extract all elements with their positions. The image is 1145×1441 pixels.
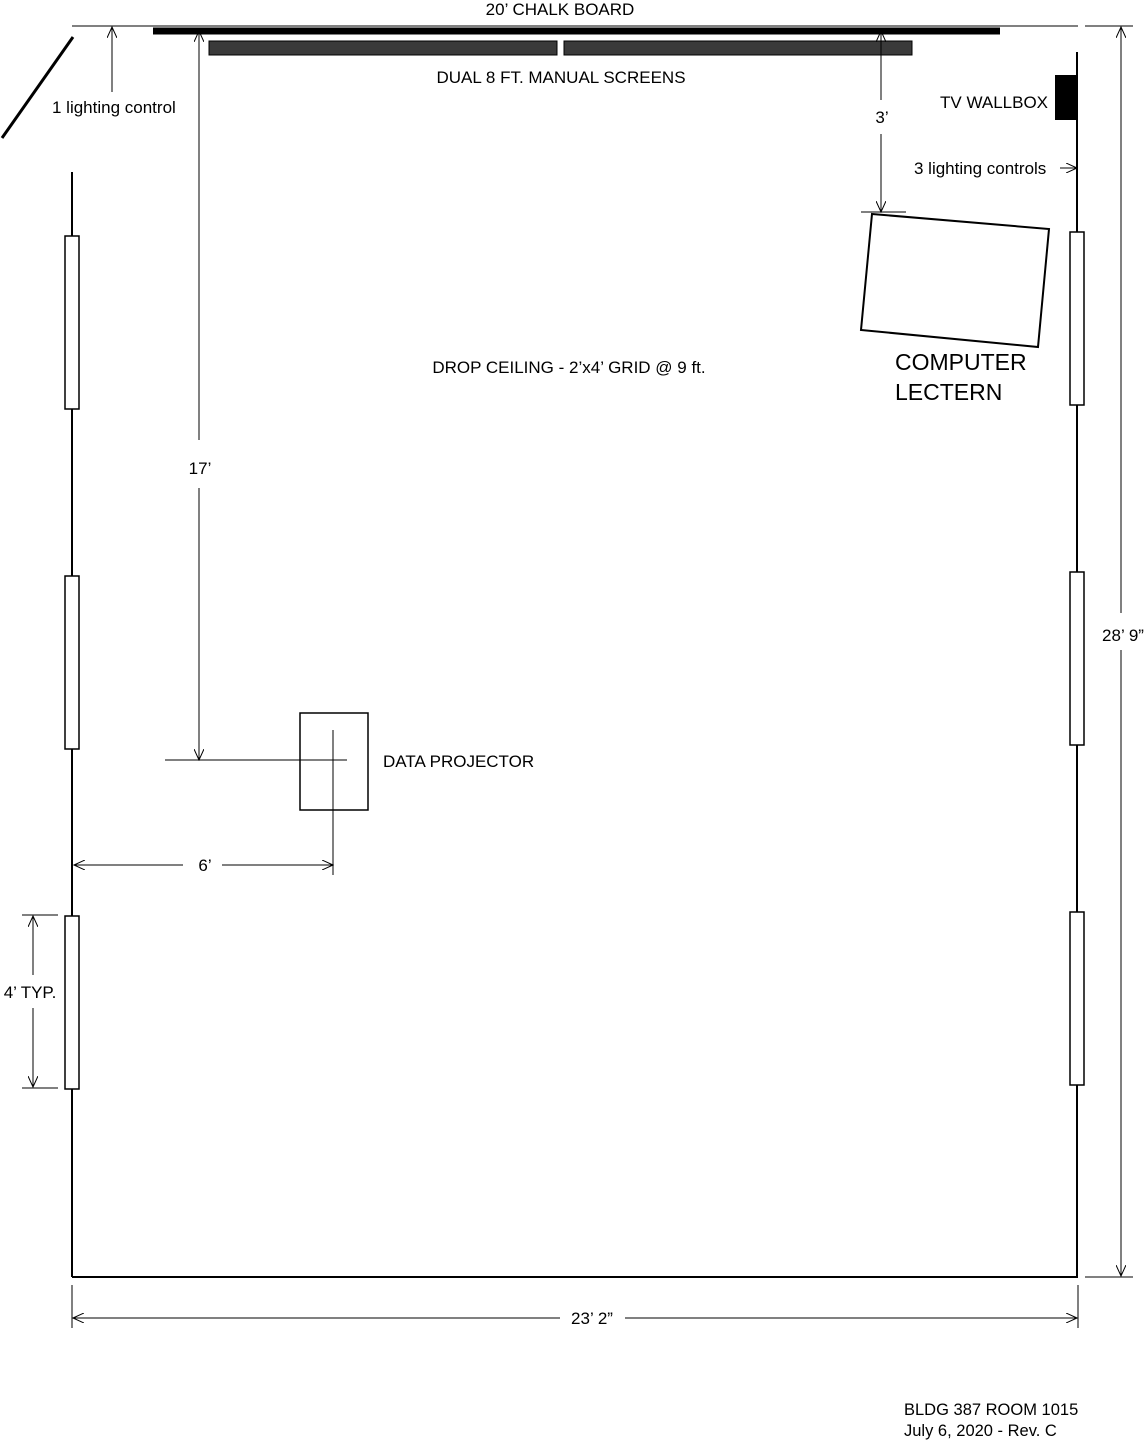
dimension-projector-depth-label: 17’ <box>189 459 212 478</box>
projector-centerlines <box>165 730 347 875</box>
dimension-room-length <box>1085 25 1133 1278</box>
window <box>64 575 80 750</box>
window <box>64 915 80 1090</box>
window <box>1069 571 1085 746</box>
ceiling-note: DROP CEILING - 2’x4’ GRID @ 9 ft. <box>432 358 705 377</box>
manual-screen-right <box>563 40 913 56</box>
door-leaf <box>0 36 75 139</box>
title-block-date: July 6, 2020 - Rev. C <box>904 1422 1057 1440</box>
lectern-label-line2: LECTERN <box>895 379 1002 405</box>
dimension-projector-offset-label: 6’ <box>198 856 211 875</box>
dimension-room-length-label: 28’ 9” <box>1102 626 1144 645</box>
windows-right-wall <box>1069 231 1085 1086</box>
lighting-control-right-label: 3 lighting controls <box>914 159 1046 178</box>
data-projector-label: DATA PROJECTOR <box>383 752 534 771</box>
dimension-window-label: 4’ TYP. <box>4 983 57 1002</box>
window <box>1069 231 1085 406</box>
title-block-room: BLDG 387 ROOM 1015 <box>904 1401 1078 1419</box>
dimension-lectern-offset <box>861 31 906 212</box>
window <box>1069 911 1085 1086</box>
dimension-room-width <box>71 1285 1079 1328</box>
data-projector <box>299 712 369 811</box>
room-walls <box>71 25 1078 1278</box>
screens-label: DUAL 8 FT. MANUAL SCREENS <box>436 68 685 87</box>
manual-screen-left <box>208 40 558 56</box>
dimension-window <box>22 914 58 1089</box>
tv-wallbox-label: TV WALLBOX <box>940 93 1048 112</box>
lighting-control-left-label: 1 lighting control <box>52 98 176 117</box>
window <box>64 235 80 410</box>
dimension-lectern-offset-label: 3’ <box>875 108 888 127</box>
chalk-board-label: 20’ CHALK BOARD <box>486 0 635 19</box>
windows-left-wall <box>64 235 80 1090</box>
lectern-label-line1: COMPUTER <box>895 349 1027 375</box>
tv-wallbox <box>1055 75 1078 120</box>
dimension-room-width-label: 23’ 2” <box>571 1309 613 1328</box>
computer-lectern <box>859 212 1051 349</box>
